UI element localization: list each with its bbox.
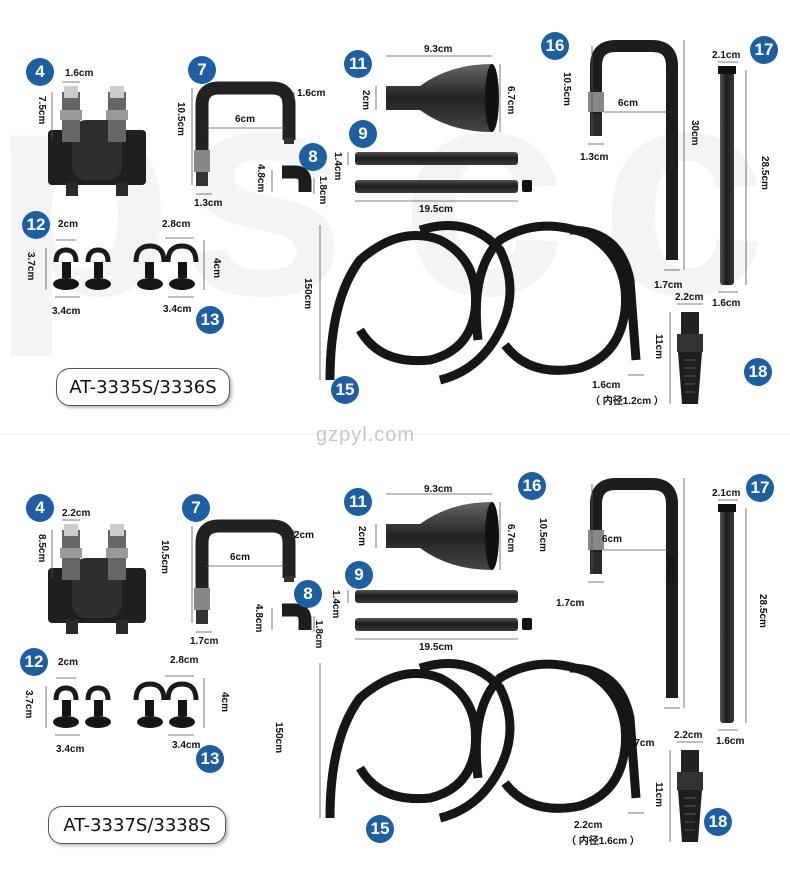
badge-15: 15	[331, 376, 359, 404]
badge-8: 8	[294, 580, 322, 608]
dim-label: 150cm	[302, 278, 313, 310]
dim-label: 4.8cm	[253, 604, 264, 633]
dim-label: 3.7cm	[23, 690, 34, 719]
dim-label: 1.6cm	[712, 298, 741, 309]
watermark: gzpyl.com	[316, 424, 416, 446]
dim-label: 2.8cm	[162, 219, 191, 230]
dim-label: 1.8cm	[313, 620, 324, 649]
dim-label: （ 内径1.2cm ）	[590, 396, 664, 407]
dim-label: 8.5cm	[36, 534, 47, 563]
dim-label: 2cm	[294, 530, 315, 541]
dim-label: 10.5cm	[175, 102, 186, 136]
badge-9: 9	[349, 120, 377, 148]
badge-17: 17	[750, 36, 778, 64]
badge-8: 8	[299, 143, 327, 171]
badge-4: 4	[26, 58, 54, 86]
badge-11: 11	[344, 50, 372, 78]
dim-label: 19.5cm	[419, 642, 453, 653]
dim-label: 9.3cm	[424, 44, 453, 55]
dim-label: 1.3cm	[194, 198, 223, 209]
dim-label: 1.3cm	[580, 152, 609, 163]
badge-7: 7	[188, 56, 216, 84]
dim-label: 2.1cm	[712, 488, 741, 499]
dim-label: 1.7cm	[626, 738, 655, 749]
dim-label: 1.6cm	[65, 68, 94, 79]
dim-label: （ 内径1.6cm ）	[566, 836, 640, 847]
badge-12: 12	[22, 211, 50, 239]
dim-label: 6cm	[602, 534, 623, 545]
badge-16: 16	[541, 32, 569, 60]
dim-label: 2.8cm	[170, 655, 199, 666]
dim-label: 2.2cm	[674, 730, 703, 741]
badge-18: 18	[744, 358, 772, 386]
dim-label: 6cm	[618, 98, 639, 109]
badge-4: 4	[26, 494, 54, 522]
dim-label: 1.6cm	[716, 736, 745, 747]
badge-16: 16	[518, 472, 546, 500]
badge-15: 15	[366, 815, 394, 843]
badge-18: 18	[704, 808, 732, 836]
dim-label: 4.8cm	[255, 164, 266, 193]
dim-label: 3.4cm	[163, 304, 192, 315]
dim-label: 11cm	[653, 782, 664, 808]
dim-label: 2cm	[58, 219, 79, 230]
dim-label: 36cm	[665, 556, 676, 582]
dim-label: 28.5cm	[759, 156, 770, 190]
dim-label: 4cm	[219, 692, 230, 713]
badge-13: 13	[196, 745, 224, 773]
dim-label: 3.7cm	[25, 252, 36, 281]
dim-label: 9.3cm	[424, 484, 453, 495]
dim-label: 2.1cm	[712, 50, 741, 61]
badge-13: 13	[196, 306, 224, 334]
dim-label: 30cm	[689, 120, 700, 146]
dim-label: 3.4cm	[172, 740, 201, 751]
badge-11: 11	[344, 488, 372, 516]
model-label: AT-3335S/3336S	[56, 368, 230, 406]
dim-label: 28.5cm	[757, 594, 768, 628]
dim-label: 2.2cm	[675, 292, 704, 303]
dim-label: 2.2cm	[574, 820, 603, 831]
dim-label: 4cm	[211, 258, 222, 279]
dim-label: 1.7cm	[654, 280, 683, 291]
badge-9: 9	[345, 561, 373, 589]
dim-label: 2.2cm	[62, 508, 91, 519]
dim-label: 6cm	[235, 114, 256, 125]
dim-label: 1.6cm	[297, 88, 326, 99]
dim-label: 1.7cm	[190, 636, 219, 647]
badge-12: 12	[20, 648, 48, 676]
dim-label: 2cm	[58, 657, 79, 668]
dim-label: 6.7cm	[505, 524, 516, 553]
dim-label: 7.5cm	[36, 96, 47, 125]
dim-label: 2cm	[356, 526, 367, 547]
badge-17: 17	[746, 474, 774, 502]
dim-label: 10.5cm	[561, 72, 572, 106]
model-label: AT-3337S/3338S	[48, 806, 226, 844]
dim-label: 150cm	[273, 722, 284, 754]
dim-label: 1.8cm	[317, 176, 328, 205]
bg-letter: p	[0, 22, 174, 358]
dim-label: 6cm	[230, 552, 251, 563]
dim-label: 19.5cm	[419, 204, 453, 215]
dim-label: 1.4cm	[330, 590, 341, 619]
dim-label: 3.4cm	[56, 744, 85, 755]
badge-7: 7	[182, 494, 210, 522]
dim-label: 1.7cm	[556, 598, 585, 609]
dim-label: 2cm	[360, 90, 371, 111]
dim-label: 1.6cm	[592, 380, 621, 391]
dim-label: 10.5cm	[537, 518, 548, 552]
dim-label: 11cm	[653, 334, 664, 360]
dim-label: 6.7cm	[505, 86, 516, 115]
dim-label: 10.5cm	[159, 540, 170, 574]
dim-label: 3.4cm	[52, 306, 81, 317]
dim-label: 1.4cm	[332, 152, 343, 181]
